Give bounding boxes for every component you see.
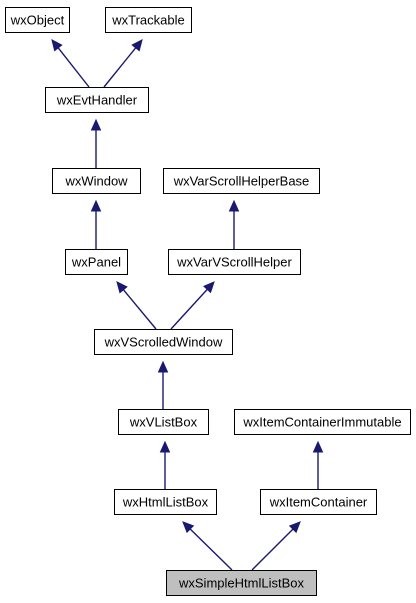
edge-line [57, 47, 90, 88]
node-box[interactable] [105, 7, 192, 33]
node-box[interactable] [260, 489, 377, 515]
edge-wx-panel-to-wx-window [90, 199, 102, 249]
node-box[interactable] [166, 570, 317, 596]
node-box[interactable] [234, 409, 411, 435]
arrow-head [159, 440, 171, 453]
edge-wx-html-list-box-to-wx-vlist-box [159, 440, 171, 489]
node-wx-vlist-box[interactable]: wxVListBox [118, 409, 209, 435]
node-label: wxPanel [71, 255, 121, 270]
arrow-head [157, 360, 169, 373]
edge-wx-item-container-to-wx-item-container-immutable [312, 440, 324, 489]
arrow-head [90, 199, 102, 212]
node-wx-item-container-immutable[interactable]: wxItemContainerImmutable [234, 409, 411, 435]
edge-wx-window-to-wx-evt-handler [90, 118, 102, 168]
edge-wx-vlist-box-to-wx-vscrolled-window [157, 360, 169, 409]
node-box[interactable] [5, 7, 70, 33]
node-box[interactable] [168, 249, 301, 275]
node-wx-window[interactable]: wxWindow [52, 168, 141, 194]
node-label: wxVarVScrollHelper [176, 255, 292, 270]
node-box[interactable] [65, 249, 128, 275]
node-label: wxSimpleHtmlListBox [178, 576, 304, 591]
node-wx-var-vscroll-helper[interactable]: wxVarVScrollHelper [168, 249, 301, 275]
node-wx-var-scroll-helper-base[interactable]: wxVarScrollHelperBase [163, 168, 320, 194]
edge-wx-evt-handler-to-wx-object [51, 39, 90, 88]
arrow-head [90, 118, 102, 131]
edge-line [122, 289, 157, 330]
node-box[interactable] [118, 409, 209, 435]
node-box[interactable] [163, 168, 320, 194]
node-wx-item-container[interactable]: wxItemContainer [260, 489, 377, 515]
arrow-head [312, 440, 324, 453]
node-box[interactable] [114, 489, 217, 515]
arrow-head [203, 281, 215, 294]
edges-layer [51, 39, 324, 571]
edge-wx-vscrolled-window-to-wx-var-vscroll-helper [170, 281, 215, 330]
node-label: wxVListBox [129, 415, 198, 430]
node-label: wxTrackable [111, 13, 184, 28]
node-label: wxItemContainer [269, 495, 368, 510]
node-wx-simple-html-list-box[interactable]: wxSimpleHtmlListBox [166, 570, 317, 596]
arrow-head [182, 521, 195, 534]
node-label: wxVScrolledWindow [104, 335, 223, 350]
node-label: wxItemContainerImmutable [242, 415, 401, 430]
arrow-head [116, 281, 128, 294]
edge-wx-simple-html-list-box-to-wx-html-list-box [182, 521, 233, 571]
node-wx-vscrolled-window[interactable]: wxVScrolledWindow [94, 329, 233, 355]
edge-wx-simple-html-list-box-to-wx-item-container [251, 521, 301, 571]
node-wx-evt-handler[interactable]: wxEvtHandler [45, 87, 149, 113]
edge-wx-evt-handler-to-wx-trackable [103, 39, 143, 88]
nodes-layer: wxObject wxTrackable wxEvtHandler wxWindow w… [5, 7, 411, 596]
node-label: wxEvtHandler [56, 93, 138, 108]
node-wx-panel[interactable]: wxPanel [65, 249, 128, 275]
arrow-head [288, 521, 301, 534]
edge-line [103, 47, 137, 88]
node-box[interactable] [94, 329, 233, 355]
node-wx-trackable[interactable]: wxTrackable [105, 7, 192, 33]
edge-line [170, 288, 208, 330]
node-label: wxWindow [64, 174, 128, 189]
edge-wx-var-vscroll-helper-to-wx-var-scroll-helper-base [228, 199, 240, 249]
node-label: wxVarScrollHelperBase [173, 174, 310, 189]
node-wx-html-list-box[interactable]: wxHtmlListBox [114, 489, 217, 515]
node-label: wxHtmlListBox [122, 495, 209, 510]
node-box[interactable] [52, 168, 141, 194]
edge-line [251, 528, 294, 571]
node-wx-object[interactable]: wxObject [5, 7, 70, 33]
node-label: wxObject [10, 13, 65, 28]
edge-line [189, 528, 233, 571]
arrow-head [51, 39, 63, 52]
arrow-head [228, 199, 240, 212]
node-box[interactable] [45, 87, 149, 113]
arrow-head [131, 39, 143, 52]
edge-wx-vscrolled-window-to-wx-panel [116, 281, 157, 330]
